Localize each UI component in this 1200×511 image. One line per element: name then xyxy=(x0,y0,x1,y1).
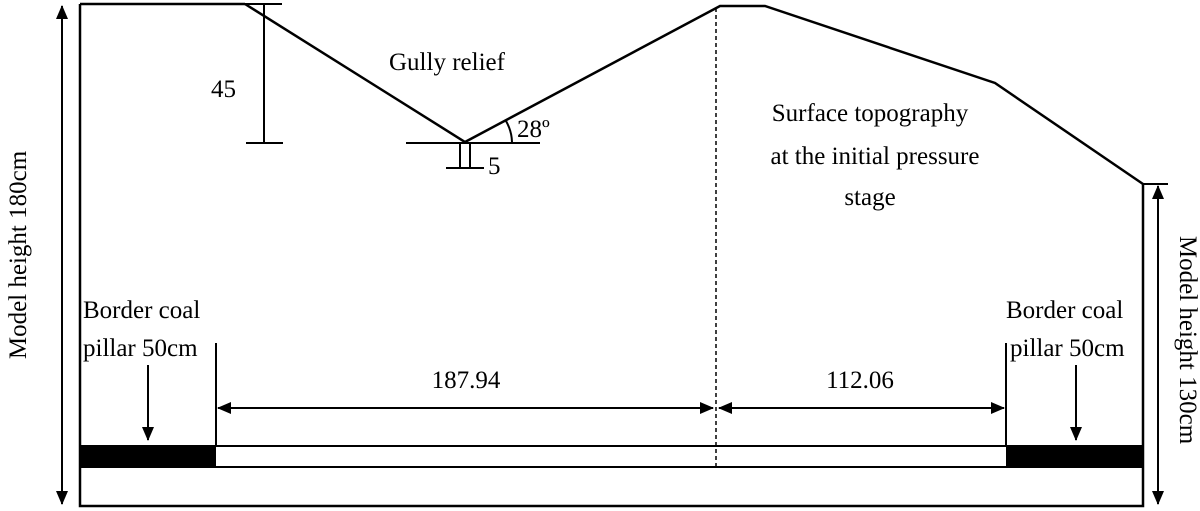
right-pillar-label-line2: pillar 50cm xyxy=(1010,335,1125,362)
left-pillar-label-line2: pillar 50cm xyxy=(83,335,198,362)
right-span-label: 112.06 xyxy=(826,367,894,394)
surface-topography-line xyxy=(244,2,1144,186)
gully-relief-label: Gully relief xyxy=(389,49,506,76)
left-pillar-label-line1: Border coal xyxy=(83,297,200,324)
gully-bottom-dimension xyxy=(406,142,540,169)
surface-topography-label: Surface topography xyxy=(772,100,969,127)
slope-angle-label: 28º xyxy=(517,116,550,143)
gully-depth-label: 45 xyxy=(211,76,236,103)
surface-topography-label-line2: at the initial pressure xyxy=(771,143,980,170)
model-outline xyxy=(78,4,1145,508)
left-height-label: Model height 180cm xyxy=(5,150,32,359)
left-span-label: 187.94 xyxy=(432,367,501,394)
right-border-coal-pillar xyxy=(1006,446,1143,467)
right-height-label: Model height 130cm xyxy=(1174,236,1200,445)
slope-angle-arc xyxy=(505,120,513,143)
surface-topography-label-line3: stage xyxy=(844,184,895,211)
gully-depth-dimension xyxy=(245,3,283,144)
left-border-coal-pillar xyxy=(80,446,216,467)
gully-bottom-label: 5 xyxy=(488,153,501,180)
right-pillar-label-line1: Border coal xyxy=(1006,297,1123,324)
